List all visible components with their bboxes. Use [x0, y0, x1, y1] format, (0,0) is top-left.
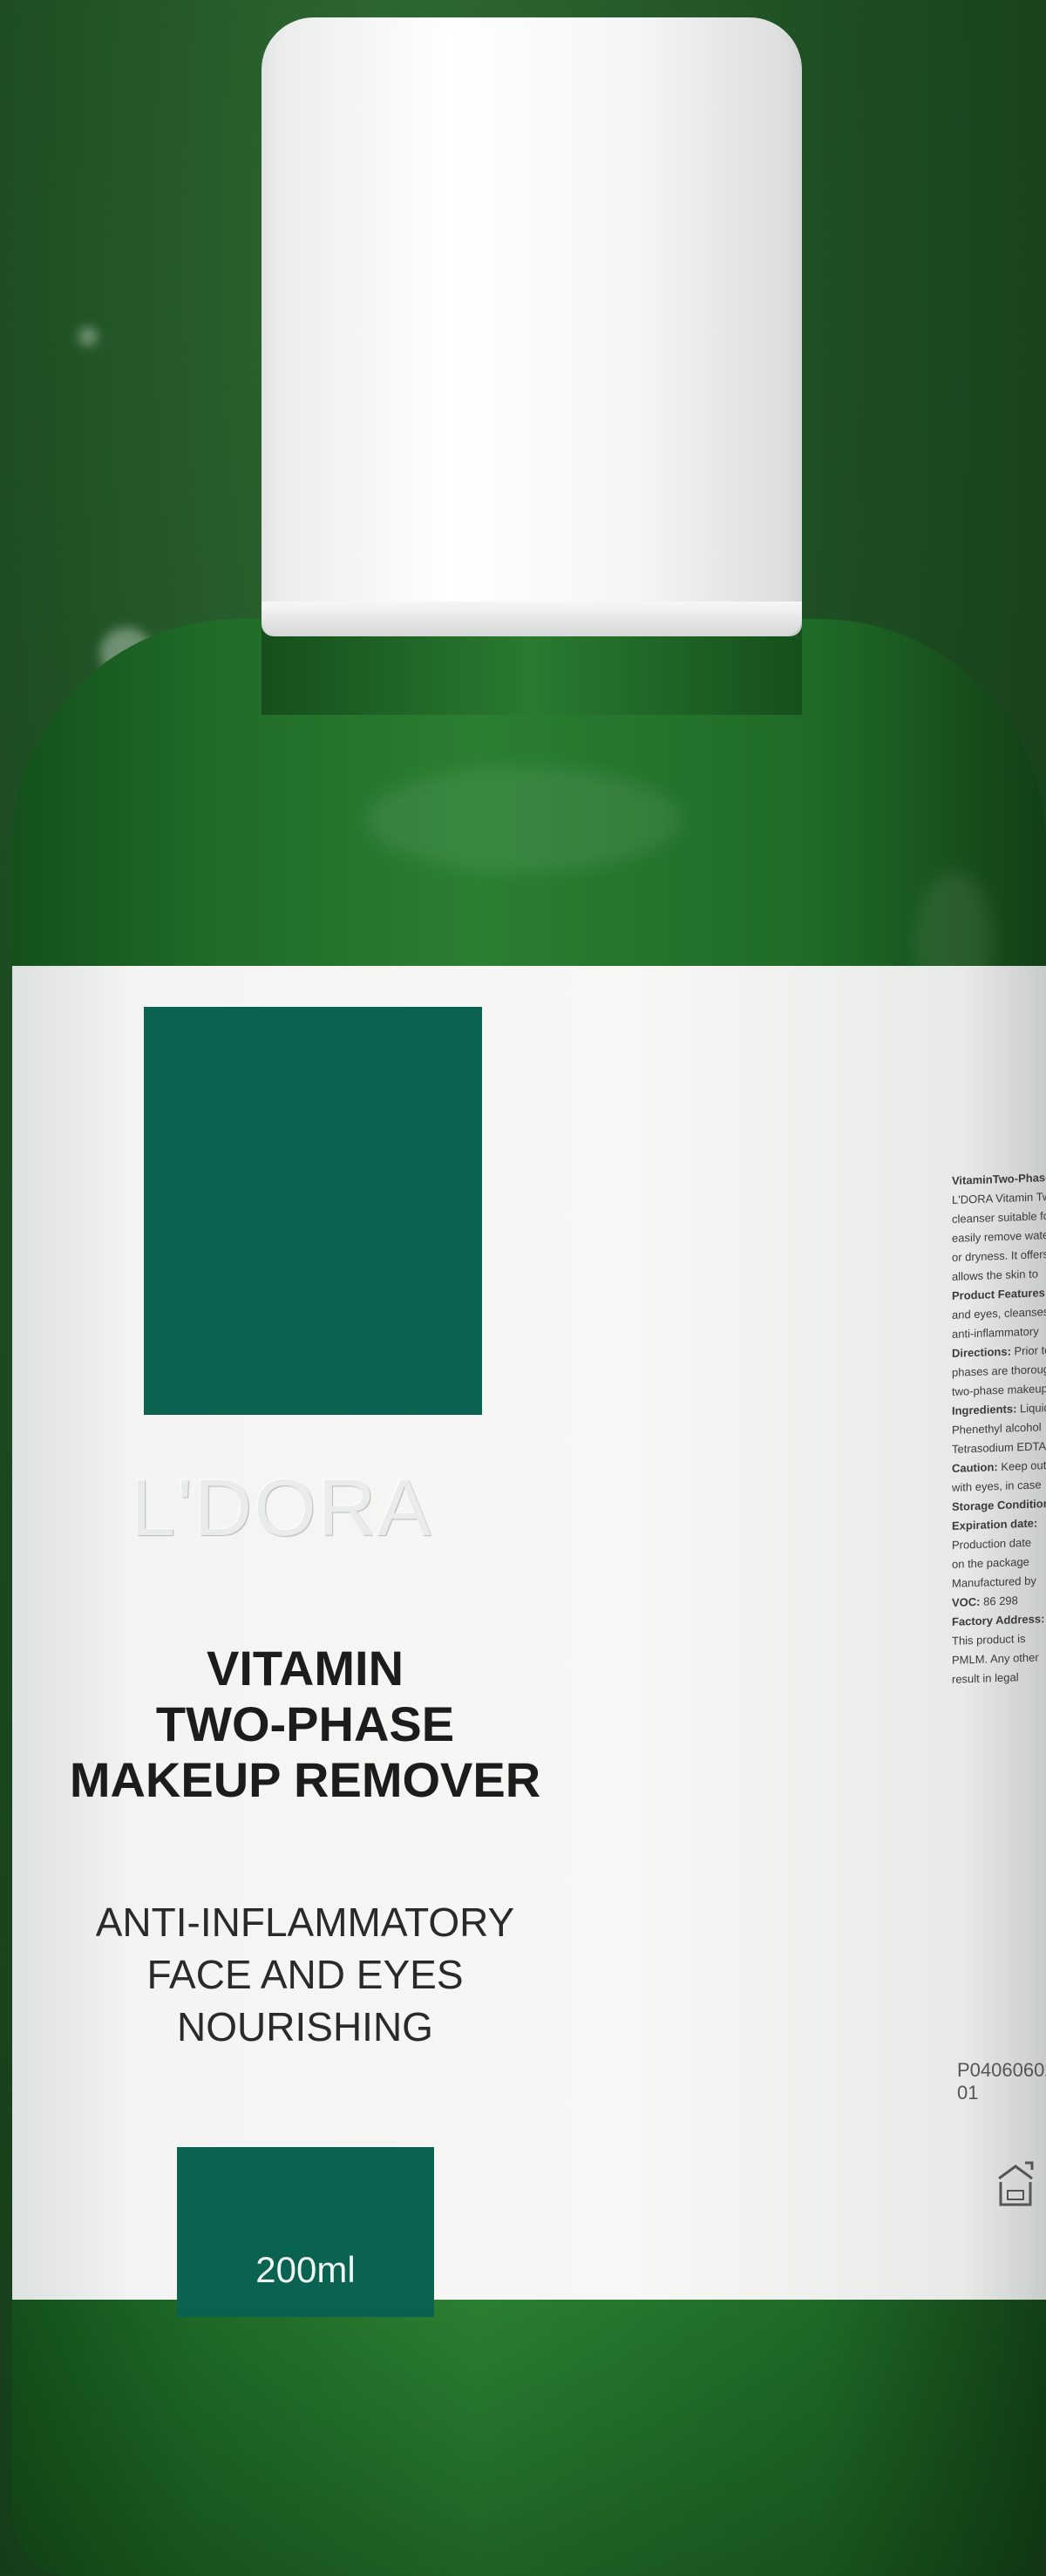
- fine-print-line: Expiration date:: [952, 1513, 1046, 1536]
- fine-print-heading: Ingredients:: [952, 1402, 1021, 1417]
- fine-print-text: with eyes, in case: [952, 1478, 1042, 1494]
- product-code: P04060602-01: [957, 2059, 1046, 2104]
- fine-print-text: on the package: [952, 1554, 1029, 1571]
- fine-print-heading: Caution:: [952, 1459, 1002, 1475]
- fine-print-heading: Storage Conditions:: [952, 1496, 1046, 1513]
- product-title-line: TWO-PHASE: [155, 1696, 455, 1751]
- fine-print-text: Prior to: [1014, 1342, 1046, 1358]
- fine-print-heading: Directions:: [952, 1344, 1015, 1360]
- product-title: VITAMIN TWO-PHASE MAKEUP REMOVER: [0, 1641, 610, 1808]
- label-accent-block: [144, 1007, 482, 1415]
- fine-print-text: L'DORA Vitamin Two: [952, 1189, 1046, 1206]
- volume-text: 200ml: [255, 2249, 356, 2290]
- product-subtitle: ANTI-INFLAMMATORY FACE AND EYES NOURISHI…: [0, 1896, 610, 2053]
- fine-print-text: allows the skin to: [952, 1267, 1038, 1283]
- fine-print-text: Manufactured by: [952, 1573, 1036, 1590]
- fine-print-text: Liquid: [1020, 1400, 1046, 1416]
- fine-print-text: or dryness. It offers: [952, 1247, 1046, 1264]
- product-subtitle-line: NOURISHING: [177, 2004, 433, 2049]
- fine-print-line: result in legal: [952, 1667, 1046, 1689]
- fine-print-heading: VitaminTwo-Phase: [952, 1170, 1046, 1187]
- product-title-line: MAKEUP REMOVER: [69, 1752, 541, 1807]
- recycle-icon: [998, 2161, 1034, 2206]
- brand-logo: L'DORA: [131, 1464, 433, 1553]
- fine-print-heading: Factory Address:: [952, 1612, 1045, 1628]
- product-subtitle-line: FACE AND EYES: [146, 1952, 464, 1997]
- fine-print-text: easily remove water: [952, 1227, 1046, 1245]
- fine-print-text: This product is: [952, 1631, 1026, 1648]
- fine-print-heading: Product Features:: [952, 1286, 1046, 1302]
- product-subtitle-line: ANTI-INFLAMMATORY: [95, 1900, 515, 1945]
- fine-print-line: Manufactured by: [952, 1571, 1046, 1594]
- fine-print-text: anti-inflammatory: [952, 1324, 1039, 1341]
- fine-print-text: PMLM. Any other: [952, 1650, 1039, 1667]
- fine-print-text: cleanser suitable for: [952, 1208, 1046, 1226]
- fine-print-line: Factory Address:: [952, 1609, 1046, 1632]
- fine-print-text: result in legal: [952, 1670, 1019, 1686]
- product-title-line: VITAMIN: [206, 1641, 404, 1696]
- bottle-cap: [262, 17, 802, 636]
- bottle-bottom-shade: [12, 2301, 1046, 2576]
- fine-print-text: Production date: [952, 1535, 1032, 1552]
- bottle-cap-rim: [262, 602, 802, 636]
- volume-badge: [177, 2147, 434, 2317]
- fine-print-text: two-phase makeup: [952, 1382, 1046, 1398]
- ingredients-fine-print: VitaminTwo-Phase L'DORA Vitamin Two clean…: [952, 1168, 1046, 1978]
- fine-print-text: Tetrasodium EDTA: [952, 1439, 1046, 1456]
- fine-print-text: Phenethyl alcohol: [952, 1420, 1042, 1437]
- fine-print-text: Keep out: [1001, 1458, 1046, 1473]
- fine-print-heading: Expiration date:: [952, 1516, 1038, 1533]
- fine-print-text: and eyes, cleanses: [952, 1305, 1046, 1322]
- bottle-shine: [366, 767, 680, 872]
- light-flare: [78, 327, 98, 346]
- fine-print-line: PMLM. Any other: [952, 1648, 1046, 1670]
- fine-print-text: 86 298: [983, 1594, 1018, 1608]
- fine-print-text: phases are thorough: [952, 1362, 1046, 1379]
- fine-print-heading: VOC:: [952, 1594, 984, 1609]
